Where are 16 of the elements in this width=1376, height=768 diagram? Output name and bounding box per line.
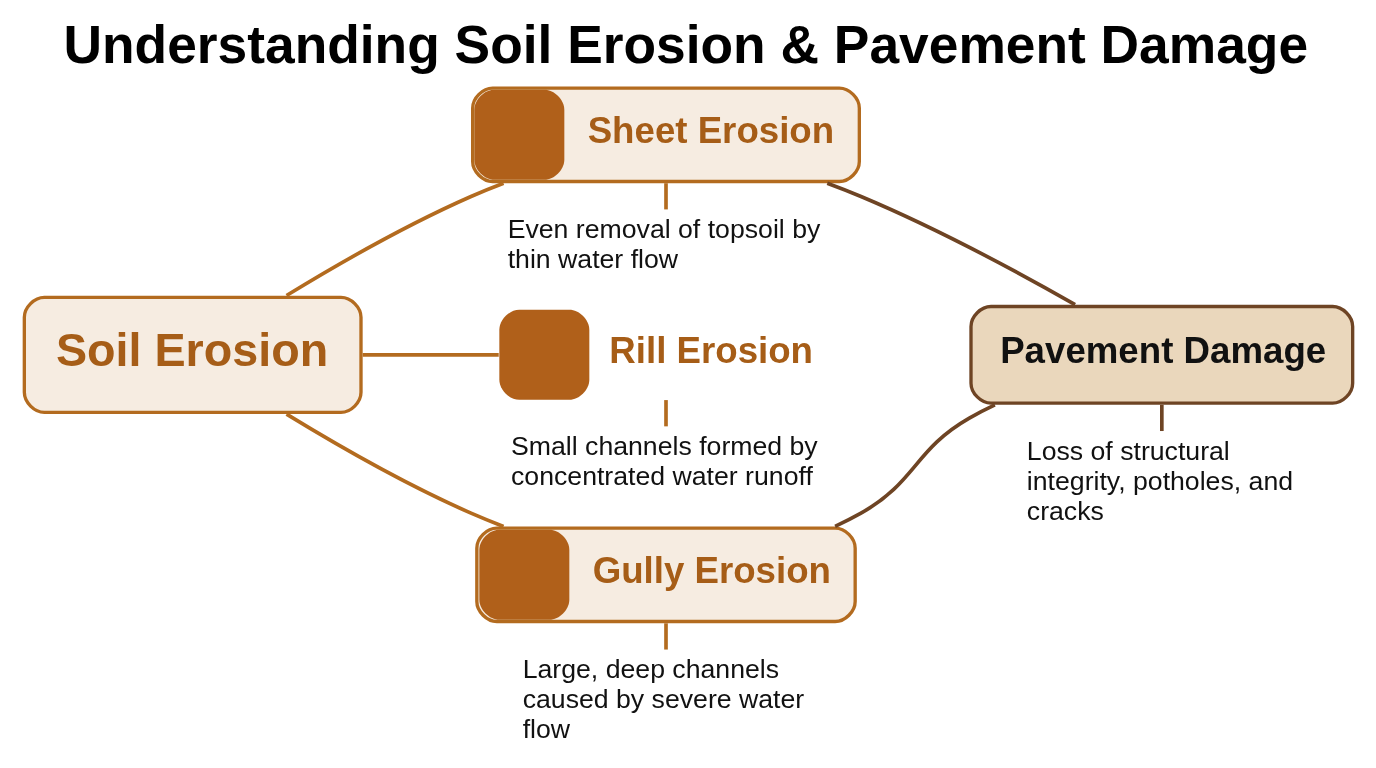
node-box [498,309,589,400]
diagram-title: Understanding Soil Erosion & Pavement Damage [63,14,1308,74]
node-text: Loss of structural integrity, potholes, and cracks [1026,435,1293,526]
connector [285,181,504,298]
connector [362,353,499,357]
node-text: Small channels formed by concentrated water runoff [510,430,818,491]
connector [663,400,668,427]
connector [285,412,504,529]
connector [663,183,668,210]
connector [833,403,996,528]
connector [826,181,1076,307]
node-text: Even removal of topsoil by thin water flow [507,213,820,274]
node-label: Rill Erosion [608,329,813,371]
connector [663,623,668,650]
connector [1159,404,1164,432]
node-text: Large, deep channels caused by severe water flow [522,653,804,744]
